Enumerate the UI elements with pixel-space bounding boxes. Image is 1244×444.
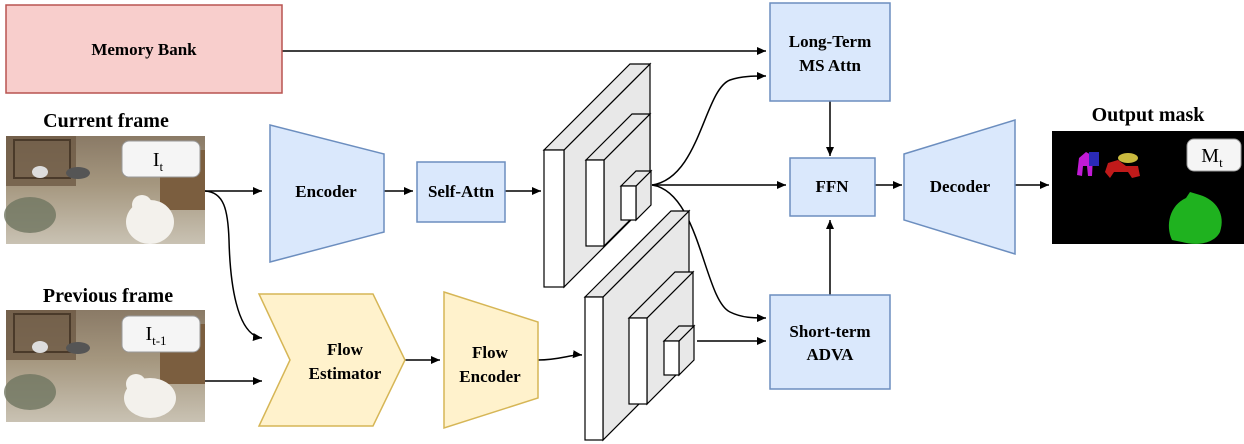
previous-frame-tag-main: I [145,323,152,345]
short-term-label-line1: Short-term [789,322,870,341]
current-frame-title: Current frame [43,110,169,132]
flow-estimator-label-line2: Estimator [309,364,382,383]
flow-estimator-label-line1: Flow [327,340,364,359]
short-term-node: Short-term ADVA [769,294,891,390]
edge-frame-to-flowestimator [204,190,263,341]
long-term-box [769,2,891,102]
current-frame: Current frame It [4,110,205,244]
decoder-label: Decoder [930,177,991,196]
flow-encoder-shape [443,290,539,430]
output-mask: Output mask Mt [1052,104,1244,244]
output-mask-title: Output mask [1092,104,1206,126]
flow-encoder-node: Flow Encoder [443,290,539,430]
flow-feature-map-small [662,324,696,377]
svg-text:It-1: It-1 [145,323,166,348]
flow-encoder-label-line1: Flow [472,343,509,362]
feature-stack-rgb [542,62,653,289]
output-mask-tag-sub: t [1219,155,1223,170]
svg-text:Mt: Mt [1201,145,1223,170]
edge-flowencoder-to-flowfeatures [537,350,583,361]
previous-frame-tag: It-1 [121,315,201,353]
feature-map-medium [584,112,652,248]
flow-estimator-shape [257,293,406,427]
memory-bank-node: Memory Bank [5,4,283,94]
edge-features-to-longterm [651,72,767,186]
long-term-label-line1: Long-Term [789,32,872,51]
edges [204,47,1049,385]
decoder-shape [903,118,1016,256]
flow-encoder-label-line2: Encoder [459,367,521,386]
feature-map-small [619,169,653,222]
encoder-label: Encoder [295,182,357,201]
current-frame-tag-main: I [153,149,160,171]
flow-estimator-node: Flow Estimator [257,293,406,427]
short-term-box [769,294,891,390]
previous-frame: Previous frame It-1 [4,285,205,422]
ffn-node: FFN [789,157,876,217]
svg-text:It: It [153,149,164,174]
output-mask-tag-main: M [1201,145,1219,167]
long-term-node: Long-Term MS Attn [769,2,891,102]
output-mask-tag: Mt [1186,138,1242,172]
self-attn-node: Self-Attn [416,161,506,223]
self-attn-box [416,161,506,223]
memory-bank-label: Memory Bank [91,40,197,59]
previous-frame-tag-sub: t-1 [152,333,166,348]
current-frame-tag: It [121,140,201,178]
ffn-label: FFN [815,177,849,196]
edge-features-to-shortterm [651,184,767,322]
decoder-node: Decoder [903,118,1016,256]
encoder-shape [269,124,385,263]
memory-bank-box [5,4,283,94]
feature-stack-flow [583,209,696,442]
current-frame-tag-sub: t [160,159,164,174]
self-attn-label: Self-Attn [428,182,495,201]
previous-frame-title: Previous frame [43,285,173,307]
mask-segments [1077,152,1222,244]
short-term-label-line2: ADVA [807,345,855,364]
long-term-label-line2: MS Attn [799,56,861,75]
ffn-box [789,157,876,217]
encoder-node: Encoder [269,124,385,263]
